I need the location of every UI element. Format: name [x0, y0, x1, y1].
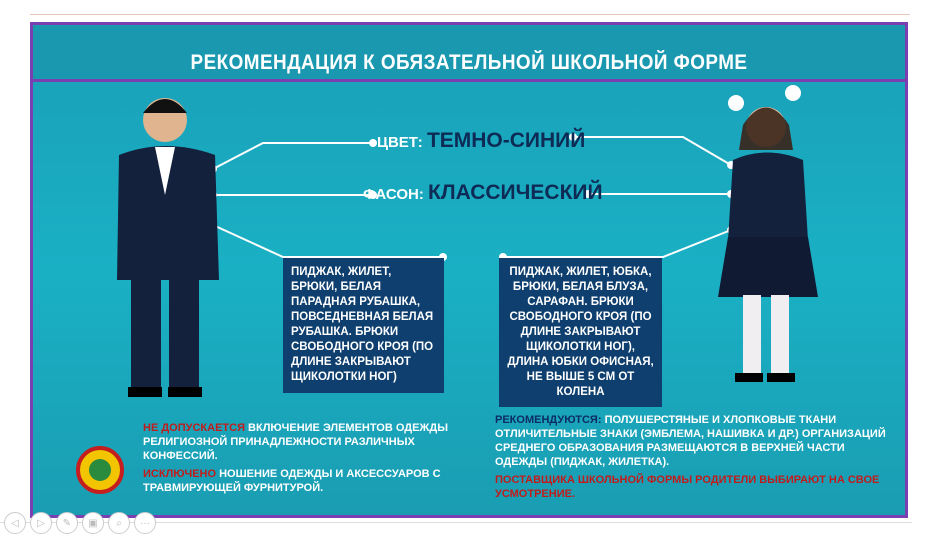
boys-uniform-box: Пиджак, жилет, брюки, белая парадная руб… [283, 258, 444, 393]
top-divider [30, 14, 910, 15]
excluded-note: Исключено ношение одежды и аксессуаров с… [143, 467, 488, 495]
not-allowed-label: Не допускается [143, 422, 245, 434]
color-requirement: ЦВЕТ: ТЕМНО-СИНИЙ [377, 129, 585, 153]
supplier-note: Поставщика школьной формы родители выбир… [495, 474, 880, 500]
zoom-icon[interactable]: ⌕ [108, 512, 130, 534]
recommended-text: полушерстяные и хлопковые ткани отличите… [495, 414, 886, 468]
girls-uniform-box: Пиджак, жилет, юбка, брюки, белая блуза,… [499, 258, 662, 407]
slideshow-controls: ◁ ▷ ✎ ▣ ⌕ ··· [4, 512, 156, 534]
color-label: ЦВЕТ: [377, 134, 423, 151]
presentation-slide: РЕКОМЕНДАЦИЯ К ОБЯЗАТЕЛЬНОЙ ШКОЛЬНОЙ ФОР… [30, 22, 908, 518]
excluded-text: ношение одежды и аксессуаров с травмирую… [143, 468, 441, 494]
slides-icon[interactable]: ▣ [82, 512, 104, 534]
next-icon[interactable]: ▷ [30, 512, 52, 534]
not-allowed-note: Не допускается включение элементов одежд… [143, 421, 488, 463]
left-notes: Не допускается включение элементов одежд… [143, 421, 488, 495]
excluded-label: Исключено [143, 468, 217, 480]
more-icon[interactable]: ··· [134, 512, 156, 534]
bottom-divider [0, 522, 912, 523]
style-value: КЛАССИЧЕСКИЙ [428, 181, 603, 204]
recommended-note: Рекомендуются: полушерстяные и хлопковые… [495, 413, 895, 469]
pen-icon[interactable]: ✎ [56, 512, 78, 534]
color-value: ТЕМНО-СИНИЙ [426, 129, 586, 152]
right-notes: Рекомендуются: полушерстяные и хлопковые… [495, 413, 895, 501]
slide-title: РЕКОМЕНДАЦИЯ К ОБЯЗАТЕЛЬНОЙ ШКОЛЬНОЙ ФОР… [190, 51, 748, 74]
connector-lines [76, 85, 818, 494]
title-bar [33, 25, 905, 82]
recommended-label: Рекомендуются: [495, 414, 602, 426]
emblem-logo [76, 446, 124, 494]
boy-illustration [117, 98, 219, 397]
style-label: ФАСОН: [363, 186, 424, 203]
not-allowed-text: включение элементов одежды религиозной п… [143, 422, 448, 462]
style-requirement: ФАСОН: КЛАССИЧЕСКИЙ [363, 181, 603, 205]
girl-illustration [718, 85, 818, 382]
previous-icon[interactable]: ◁ [4, 512, 26, 534]
